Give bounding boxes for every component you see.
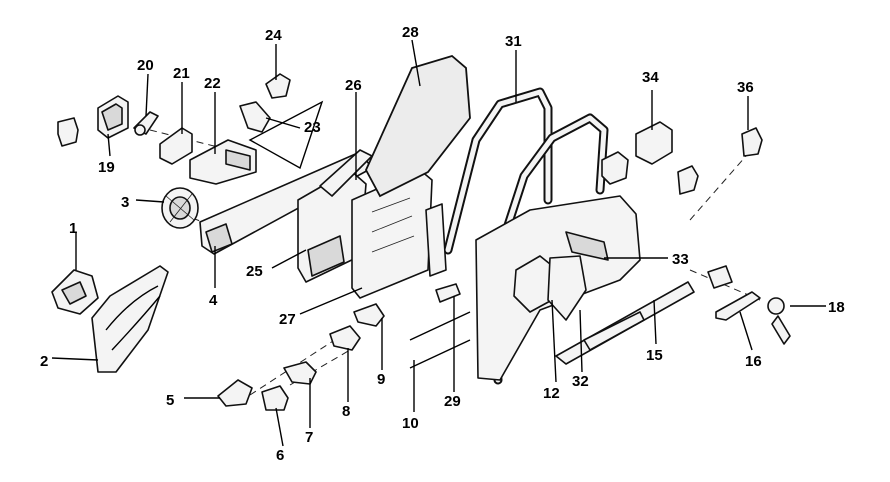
part-glass-28 — [364, 54, 471, 198]
callout-24: 24 — [265, 27, 282, 44]
callout-labels: 1 2 3 4 5 6 7 8 9 10 12 15 16 18 19 20 2… — [40, 24, 845, 464]
part-catch-24 — [265, 73, 291, 99]
callout-27: 27 — [279, 311, 296, 328]
part-linkage-23 — [239, 100, 324, 170]
callout-1: 1 — [69, 220, 77, 237]
part-drum-3 — [161, 187, 199, 229]
part-bracket-5 — [217, 379, 253, 407]
callout-33: 33 — [672, 251, 689, 268]
part-motor-1 — [51, 269, 99, 315]
part-bracket-8 — [329, 325, 361, 351]
callout-8: 8 — [342, 403, 350, 420]
callout-15: 15 — [646, 347, 663, 364]
callout-2: 2 — [40, 353, 48, 370]
callout-36: 36 — [737, 79, 754, 96]
callout-4: 4 — [209, 292, 218, 309]
part-lock-cylinder-18 — [767, 297, 791, 345]
callout-29: 29 — [444, 393, 461, 410]
callout-25: 25 — [246, 263, 263, 280]
callout-34: 34 — [642, 69, 659, 86]
part-panel-25 — [297, 169, 367, 283]
callout-16: 16 — [745, 353, 762, 370]
callout-6: 6 — [276, 447, 284, 464]
part-bracket-9 — [353, 303, 385, 327]
part-bracket-7 — [283, 361, 317, 385]
callout-3: 3 — [121, 194, 129, 211]
callout-12: 12 — [543, 385, 560, 402]
part-striker-36 — [741, 127, 763, 157]
part-hinge-22 — [189, 139, 257, 185]
part-frame-31 — [425, 87, 553, 277]
part-strip-15 — [555, 281, 695, 365]
part-lock-32 — [547, 255, 587, 321]
part-regulator-2 — [91, 265, 169, 373]
callout-22: 22 — [204, 75, 221, 92]
part-outer-handle-16 — [707, 265, 761, 321]
callout-19: 19 — [98, 159, 115, 176]
callout-18: 18 — [828, 299, 845, 316]
callout-21: 21 — [173, 65, 190, 82]
part-link-20 — [133, 111, 159, 136]
callout-5: 5 — [166, 392, 174, 409]
callout-32: 32 — [572, 373, 589, 390]
callout-20: 20 — [137, 57, 154, 74]
callout-10: 10 — [402, 415, 419, 432]
leader-lines — [51, 39, 826, 447]
part-rod-29 — [409, 283, 471, 369]
callout-23: 23 — [304, 119, 321, 136]
callout-26: 26 — [345, 77, 362, 94]
part-latch-34 — [601, 121, 699, 195]
callout-7: 7 — [305, 429, 313, 446]
callout-9: 9 — [377, 371, 385, 388]
part-clip-19 — [57, 95, 129, 147]
callout-31: 31 — [505, 33, 522, 50]
part-bracket-6 — [261, 385, 289, 411]
callout-28: 28 — [402, 24, 419, 41]
